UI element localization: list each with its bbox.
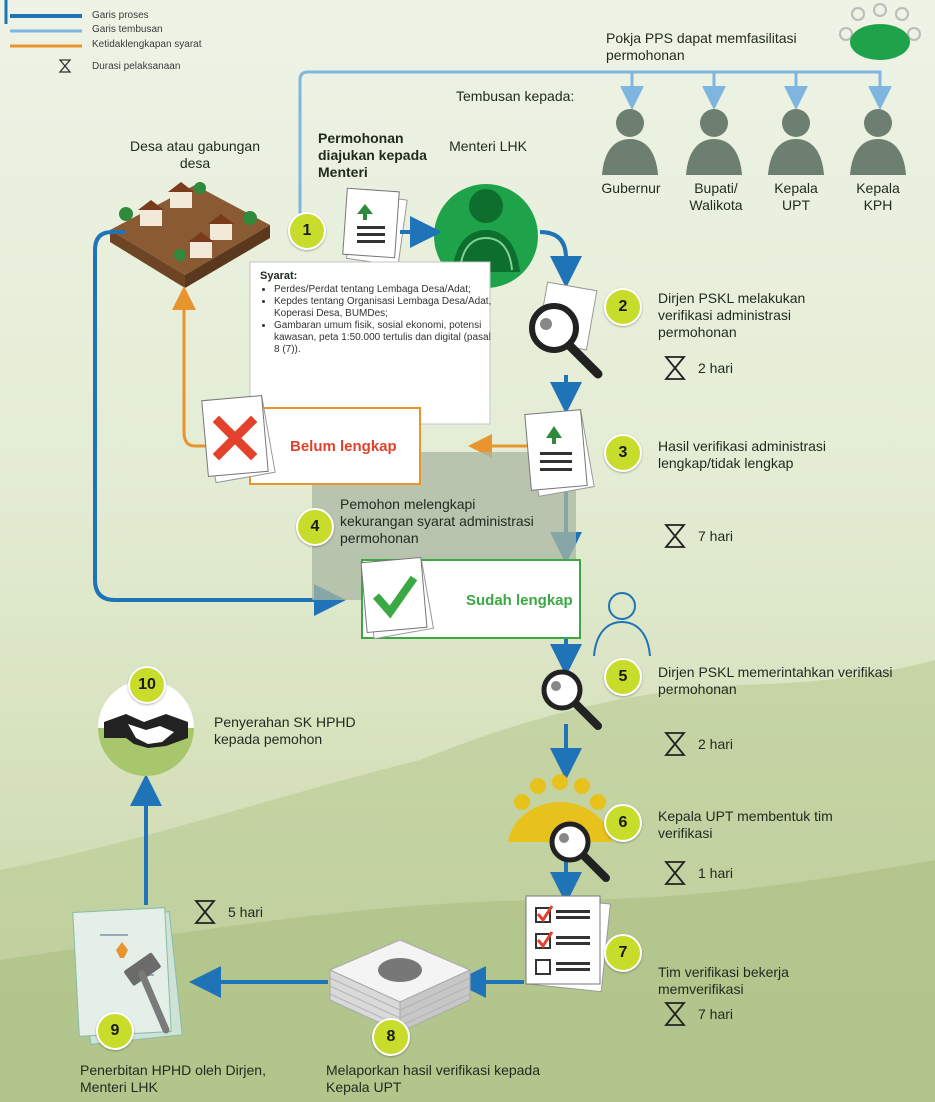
step-5-text: Dirjen PSKL memerintahkan verifikasi per… <box>658 664 893 697</box>
step-3-text: Hasil verifikasi administrasi lengkap/ti… <box>658 438 827 471</box>
recipient-gubernur: Gubernur <box>601 180 661 196</box>
step-4-text: Pemohon melengkapi kekurangan syarat adm… <box>340 496 534 546</box>
step-9-duration: 5 hari <box>228 904 264 920</box>
magnifier-icon <box>541 669 602 730</box>
menteri-label: Menteri LHK <box>449 138 527 154</box>
belum-lengkap-label: Belum lengkap <box>290 438 397 455</box>
step-7-text: Tim verifikasi bekerja memverifikasi <box>658 964 789 997</box>
group-people-icon <box>839 3 921 60</box>
hourglass-icon-s3 <box>664 524 686 548</box>
hourglass-icon-s9 <box>194 900 216 924</box>
reject-document-icon <box>201 394 276 484</box>
requirement-item: Gambaran umum fisik, sosial ekonomi, pot… <box>274 320 492 356</box>
recipient-kepala-upt: Kepala UPT <box>774 180 818 213</box>
step-3-duration: 7 hari <box>698 528 734 544</box>
step-6-badge: 6 <box>604 804 642 842</box>
pokja-note: Pokja PPS dapat memfasilitasi permohonan <box>606 30 797 63</box>
hourglass-icon-s5 <box>664 732 686 756</box>
step-3-badge: 3 <box>604 434 642 472</box>
legend-process: Garis proses <box>92 10 149 21</box>
step-2-badge: 2 <box>604 288 642 326</box>
gavel-icon <box>124 952 170 1034</box>
legend-cc: Garis tembusan <box>92 24 163 35</box>
hourglass-icon-s7 <box>664 1002 686 1026</box>
legend-hourglass-icon <box>58 59 72 73</box>
requirement-item: Kepdes tentang Organisasi Lembaga Desa/A… <box>274 296 492 320</box>
checklist-document-icon <box>525 895 611 993</box>
report-stack-icon <box>328 939 472 1033</box>
step-5-duration: 2 hari <box>698 736 734 752</box>
recipient-kepala-kph: Kepala KPH <box>856 180 900 213</box>
sudah-lengkap-label: Sudah lengkap <box>466 592 573 609</box>
hourglass-icons <box>194 356 686 1026</box>
legend-lines <box>4 0 82 48</box>
step-7-duration: 7 hari <box>698 1006 734 1022</box>
application-document-icon <box>342 187 408 267</box>
step-9-badge: 9 <box>96 1012 134 1050</box>
hourglass-icon-s2 <box>664 356 686 380</box>
hourglass-icon-s6 <box>664 861 686 885</box>
requirements-box <box>249 261 491 425</box>
desa-label: Desa atau gabungan desa <box>130 138 260 171</box>
step-2-text: Dirjen PSKL melakukan verifikasi adminis… <box>658 290 806 340</box>
recipient-person-icons <box>602 109 906 175</box>
recipient-bupati: Bupati/ Walikota <box>689 180 743 213</box>
team-magnifier-icon <box>549 821 610 882</box>
accept-document-icon <box>360 556 435 640</box>
step-2-duration: 2 hari <box>698 360 734 376</box>
step-7-badge: 7 <box>604 934 642 972</box>
magnifier-document-icon <box>529 281 603 379</box>
village-illustration-icon <box>110 182 270 288</box>
step-5-badge: 5 <box>604 658 642 696</box>
legend-duration: Durasi pelaksanaan <box>92 61 181 72</box>
cc-lines <box>298 70 892 215</box>
step-9-text: Penerbitan HPHD oleh Dirjen, Menteri LHK <box>80 1062 266 1095</box>
verification-result-document-icon <box>524 409 595 497</box>
step-6-duration: 1 hari <box>698 865 734 881</box>
tembusan-label: Tembusan kepada: <box>456 88 575 104</box>
step-6-text: Kepala UPT membentuk tim verifikasi <box>658 808 833 841</box>
process-arrows <box>93 216 582 998</box>
step-10-badge: 10 <box>128 666 166 704</box>
requirements-title: Syarat: <box>260 270 298 282</box>
legend-incomplete: Ketidaklengkapan syarat <box>92 39 202 50</box>
requirement-item: Perdes/Perdat tentang Lembaga Desa/Adat; <box>274 284 492 296</box>
handshake-icon <box>104 714 188 748</box>
step-1-badge: 1 <box>288 212 326 250</box>
step-1-text: Permohonan diajukan kepada Menteri <box>318 130 427 180</box>
dirjen-outline-icon <box>593 592 651 657</box>
requirements-list: Perdes/Perdat tentang Lembaga Desa/Adat;… <box>262 284 492 356</box>
step-4-badge: 4 <box>296 508 334 546</box>
belum-lengkap-panel <box>249 407 421 485</box>
step-8-badge: 8 <box>372 1018 410 1056</box>
step-10-text: Penyerahan SK HPHD kepada pemohon <box>214 714 356 747</box>
step-8-text: Melaporkan hasil verifikasi kepada Kepal… <box>326 1062 540 1095</box>
